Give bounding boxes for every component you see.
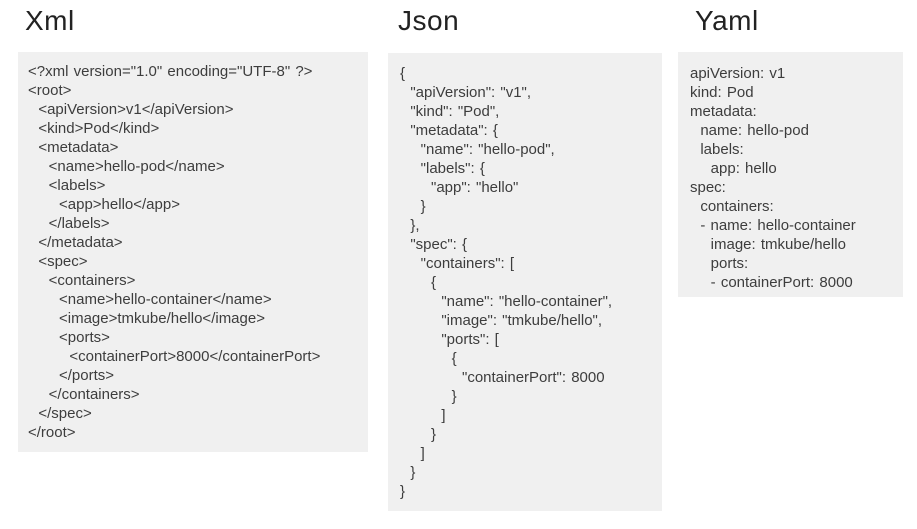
xml-section-title: Xml: [25, 5, 75, 36]
xml-code-block: <?xml version="1.0" encoding="UTF-8" ?> …: [18, 52, 368, 452]
json-section-title: Json: [398, 5, 460, 36]
yaml-code-block: apiVersion: v1 kind: Pod metadata: name:…: [678, 52, 903, 297]
yaml-section-title: Yaml: [695, 5, 759, 36]
json-code-block: { "apiVersion": "v1", "kind": "Pod", "me…: [388, 53, 662, 511]
